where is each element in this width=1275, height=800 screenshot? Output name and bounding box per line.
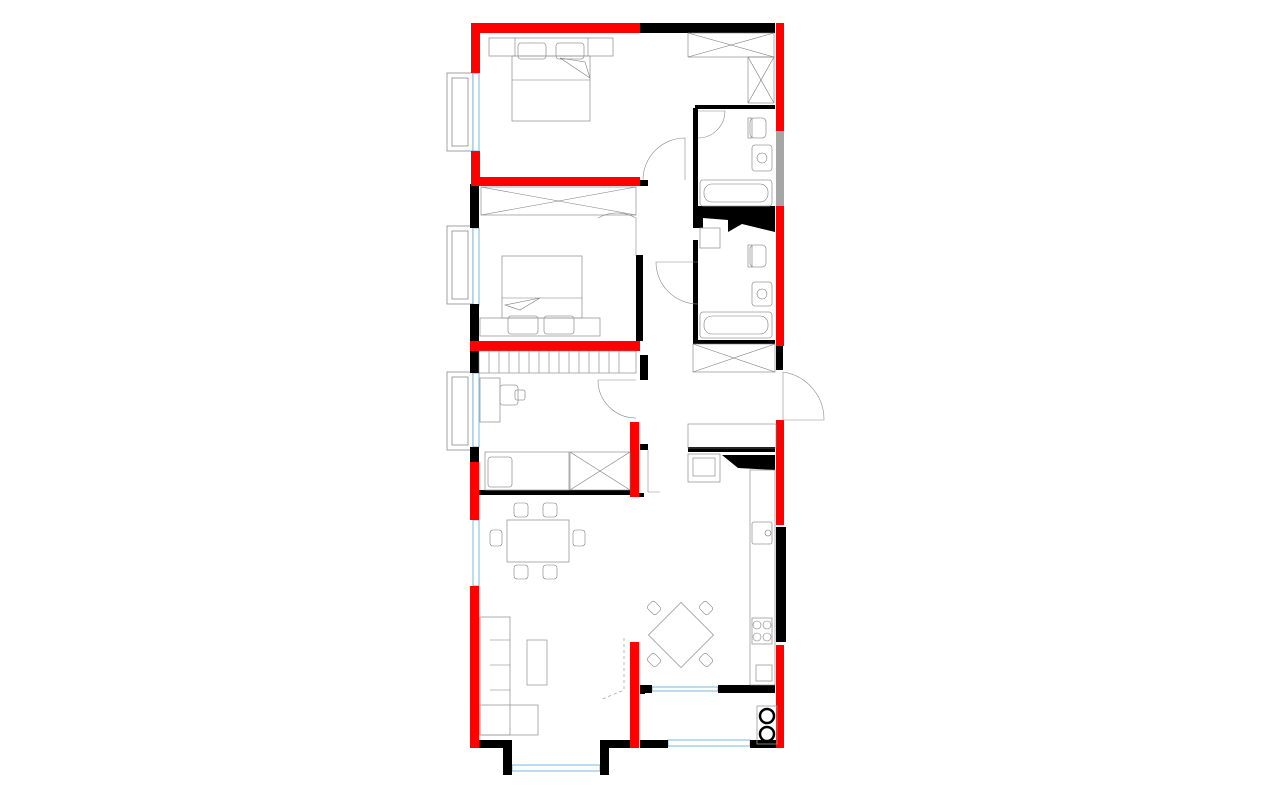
glazing xyxy=(472,72,751,772)
study xyxy=(478,350,637,491)
kitchen xyxy=(647,453,778,745)
living-room xyxy=(479,502,625,736)
bed-icon xyxy=(511,55,591,122)
door-swing-icon xyxy=(697,110,726,139)
bathroom-1 xyxy=(697,110,773,207)
entrance xyxy=(687,343,825,449)
wardrobe-icon xyxy=(692,343,776,373)
wardrobe-icon xyxy=(480,186,637,216)
existing-walls xyxy=(470,23,786,775)
bathroom-2 xyxy=(655,227,773,339)
door-swing-icon xyxy=(782,371,825,421)
sink-icon xyxy=(751,144,773,172)
washing-machine-icon xyxy=(699,227,721,249)
sofa-icon xyxy=(479,616,511,736)
wardrobe-icon xyxy=(488,37,614,57)
door-swing-icon xyxy=(655,261,699,305)
window-icon xyxy=(667,739,751,747)
bathtub-icon xyxy=(699,311,773,339)
dining-table-icon xyxy=(647,601,715,669)
bedroom-top xyxy=(488,32,775,122)
toilet-icon xyxy=(749,244,767,268)
window-icon xyxy=(511,764,601,772)
washing-machine-icon xyxy=(687,453,721,483)
door-swing-icon xyxy=(597,379,637,419)
bed-icon xyxy=(501,255,583,319)
door-swing-icon xyxy=(647,450,660,493)
toilet-icon xyxy=(749,117,767,139)
bathtub-icon xyxy=(699,179,773,207)
door-swing-icon xyxy=(599,638,625,701)
window-sills xyxy=(446,72,474,451)
new-walls xyxy=(470,23,784,748)
sink-icon xyxy=(751,281,773,307)
sofa-icon xyxy=(484,451,570,491)
dining-table-icon xyxy=(506,519,570,563)
wardrobe-icon xyxy=(687,32,775,58)
door-swing-icon xyxy=(597,212,637,256)
bedroom-middle xyxy=(479,186,637,337)
window-icon xyxy=(472,519,480,587)
desk-icon xyxy=(479,377,501,423)
wall-segment-grey xyxy=(776,131,784,206)
stove-icon xyxy=(751,617,773,645)
door-swing-icon xyxy=(642,137,686,181)
sink-icon xyxy=(751,521,773,545)
